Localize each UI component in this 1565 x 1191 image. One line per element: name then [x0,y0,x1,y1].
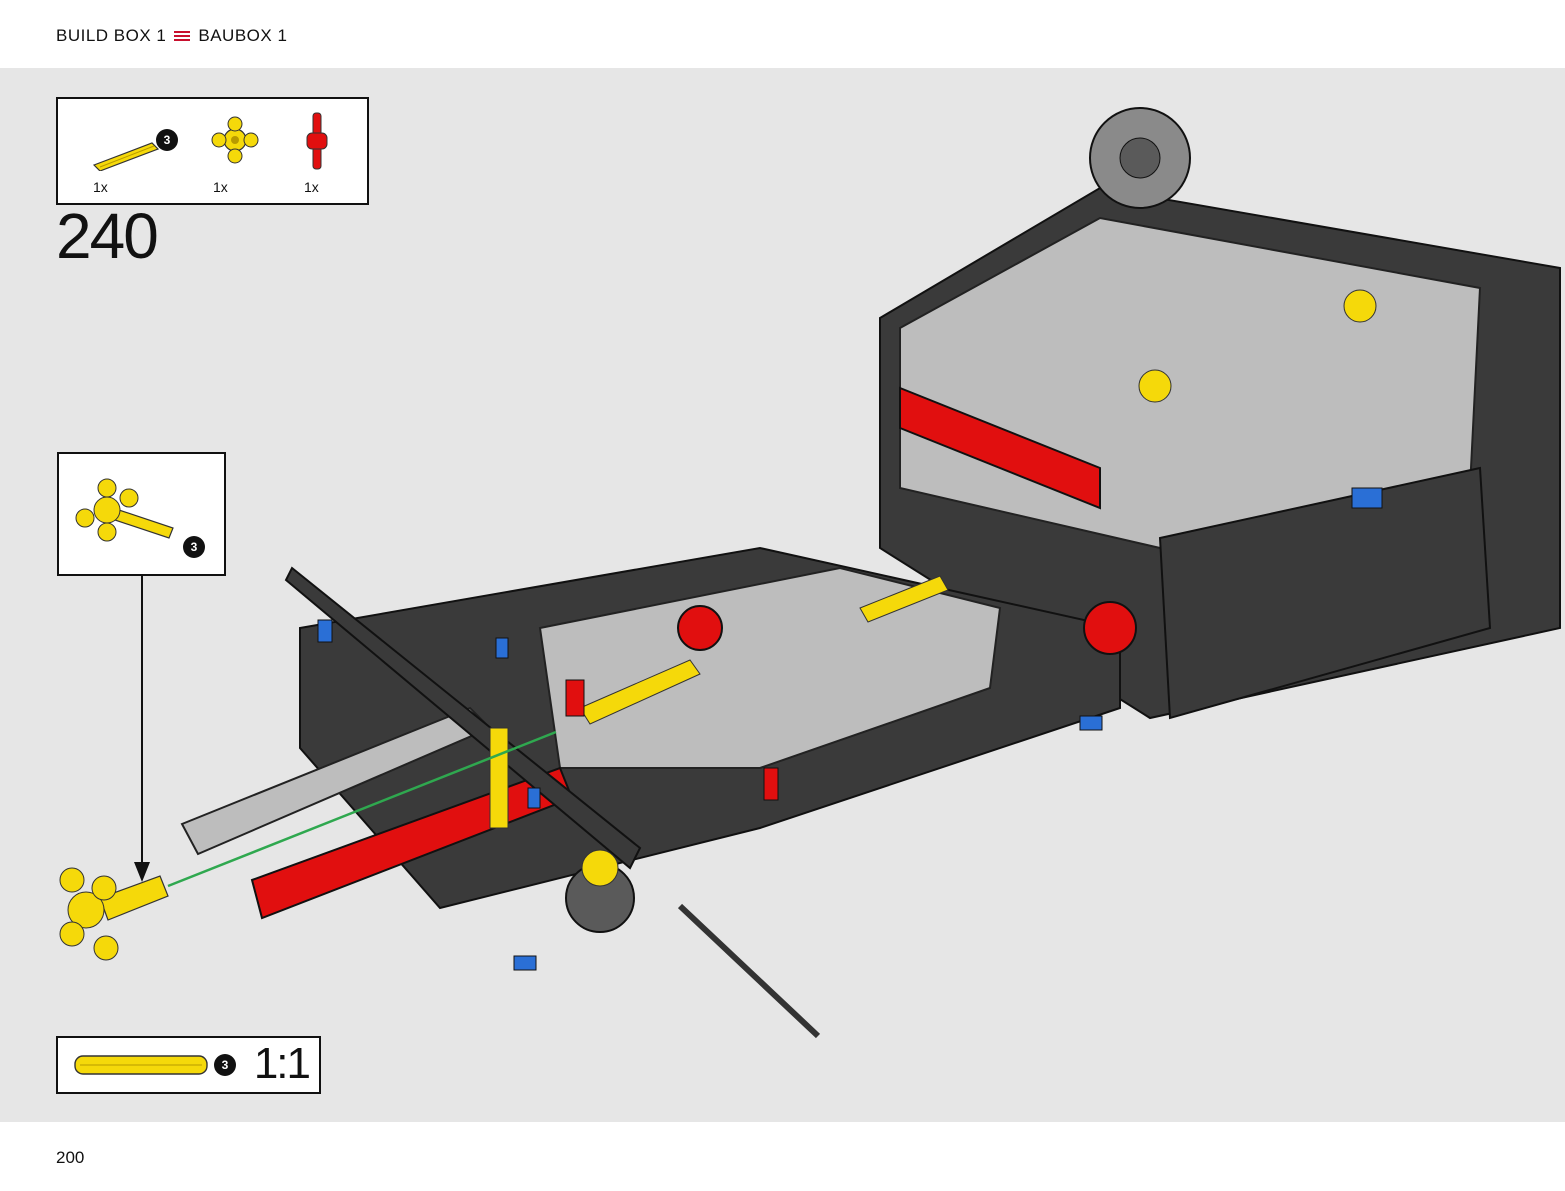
axle-length-badge: 3 [156,129,178,151]
build-box-label: BUILD BOX 1 [56,26,167,45]
scale-reference-box: 3 1:1 [56,1036,321,1094]
step-number: 240 [56,200,159,272]
down-arrow [134,576,150,882]
instruction-canvas: 3 1x 1x 1x 240 3 [0,68,1565,1122]
page-footer: 200 [0,1122,1565,1191]
scale-badge: 3 [214,1054,236,1076]
scale-label: 1:1 [253,1039,311,1088]
page-number: 200 [56,1148,85,1167]
car-chassis-model [59,107,1561,1039]
part-qty: 1x [93,179,108,195]
part-qty: 1x [304,179,319,195]
sub-assembly-badge: 3 [183,536,205,558]
baubox-label: BAUBOX 1 [198,26,288,45]
build-box-title: BUILD BOX 1 BAUBOX 1 [56,26,287,46]
yellow-axle-part [92,142,160,171]
sub-assembly-callout: 3 [57,452,226,576]
part-qty: 1x [213,179,228,195]
menu-lines-icon [174,30,191,42]
page-header: BUILD BOX 1 BAUBOX 1 [0,0,1565,68]
parts-list-box: 3 1x 1x 1x [56,97,369,205]
sub-assembly-part [75,478,174,542]
red-axle-connector-part [306,112,328,170]
yellow-cross-connector-part [211,116,259,164]
axle-scale-part [74,1055,208,1075]
